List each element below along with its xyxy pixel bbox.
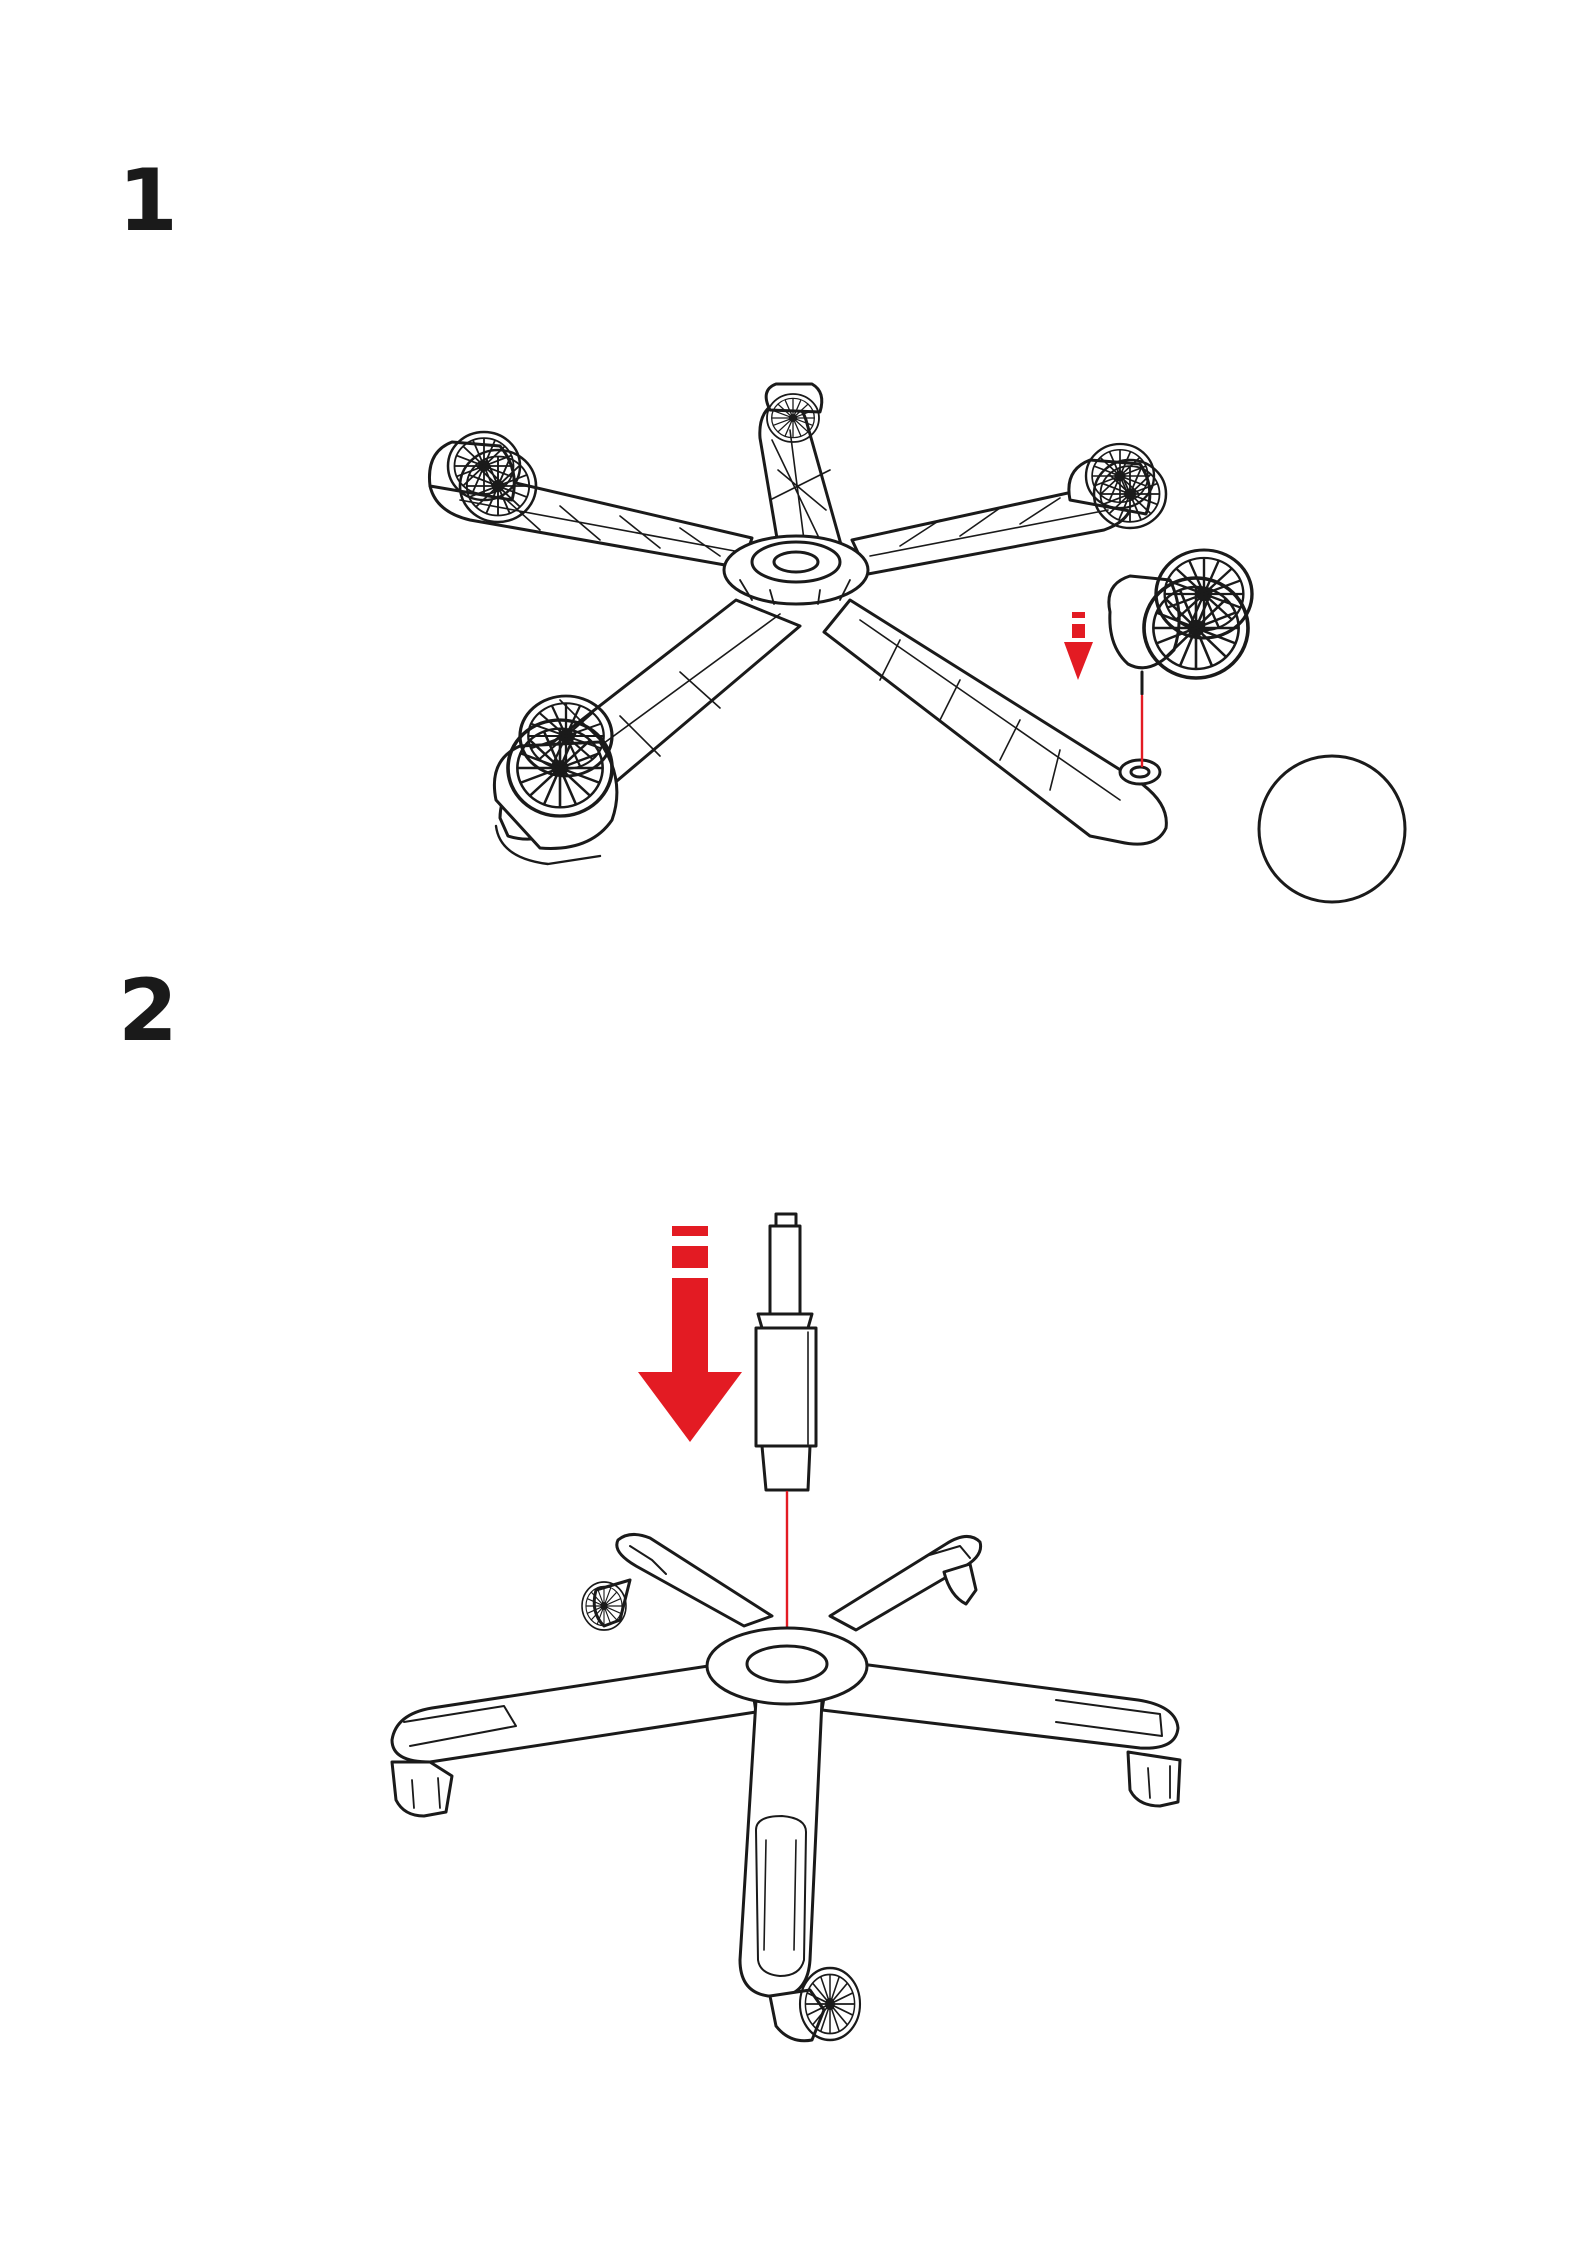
caster-right (1128, 1752, 1180, 1806)
detail-callout-circle (1259, 756, 1405, 902)
step-1-illustration (429, 384, 1405, 902)
gas-lift-cylinder (756, 1214, 816, 1490)
caster-left (392, 1762, 452, 1816)
step-2-illustration (392, 1214, 1180, 2041)
chair-base (392, 1534, 1178, 1996)
caster-back-left (582, 1580, 630, 1630)
down-arrow-icon (638, 1226, 742, 1442)
caster-back-right (944, 1564, 976, 1604)
caster-detached (1109, 550, 1252, 694)
down-arrow-icon (1064, 612, 1093, 680)
